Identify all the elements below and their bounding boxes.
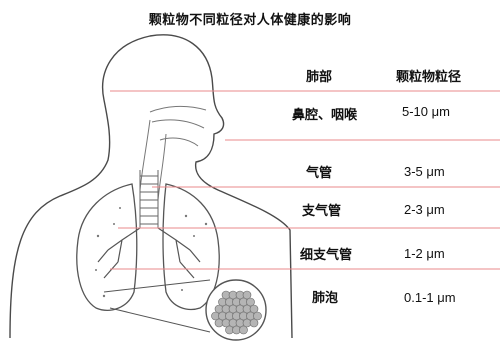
size-alveoli: 0.1-1 μm — [404, 290, 456, 305]
alveolus — [253, 311, 262, 321]
alveolus — [246, 297, 255, 307]
alveoli-cluster — [211, 290, 262, 335]
left-lung — [76, 183, 138, 311]
nasal-cavity — [149, 105, 207, 147]
size-nasal-throat: 5-10 μm — [402, 104, 450, 119]
part-nasal-throat: 鼻腔、咽喉 — [292, 108, 358, 123]
right-lung — [162, 183, 220, 311]
lung-speckles — [95, 207, 208, 298]
diagram-title: 颗粒物不同粒径对人体健康的影响 — [148, 13, 352, 28]
size-trachea: 3-5 μm — [404, 164, 445, 179]
part-trachea: 气管 — [306, 166, 333, 181]
part-bronchiole: 细支气管 — [300, 248, 353, 263]
magnifier-lines — [103, 279, 211, 333]
size-bronchiole: 1-2 μm — [404, 246, 445, 261]
size-bronchus: 2-3 μm — [404, 202, 445, 217]
header-lung-part: 肺部 — [306, 70, 333, 85]
alveolus — [239, 325, 248, 335]
throat-outline — [139, 119, 167, 201]
header-particle-size: 颗粒物粒径 — [396, 70, 462, 85]
body-outline — [9, 34, 293, 339]
part-bronchus: 支气管 — [302, 204, 342, 219]
alveolus — [249, 304, 259, 314]
alveolus — [242, 290, 252, 300]
alveolus — [249, 318, 259, 328]
trachea — [139, 170, 159, 228]
bronchi — [97, 227, 201, 279]
part-alveoli: 肺泡 — [312, 291, 339, 306]
